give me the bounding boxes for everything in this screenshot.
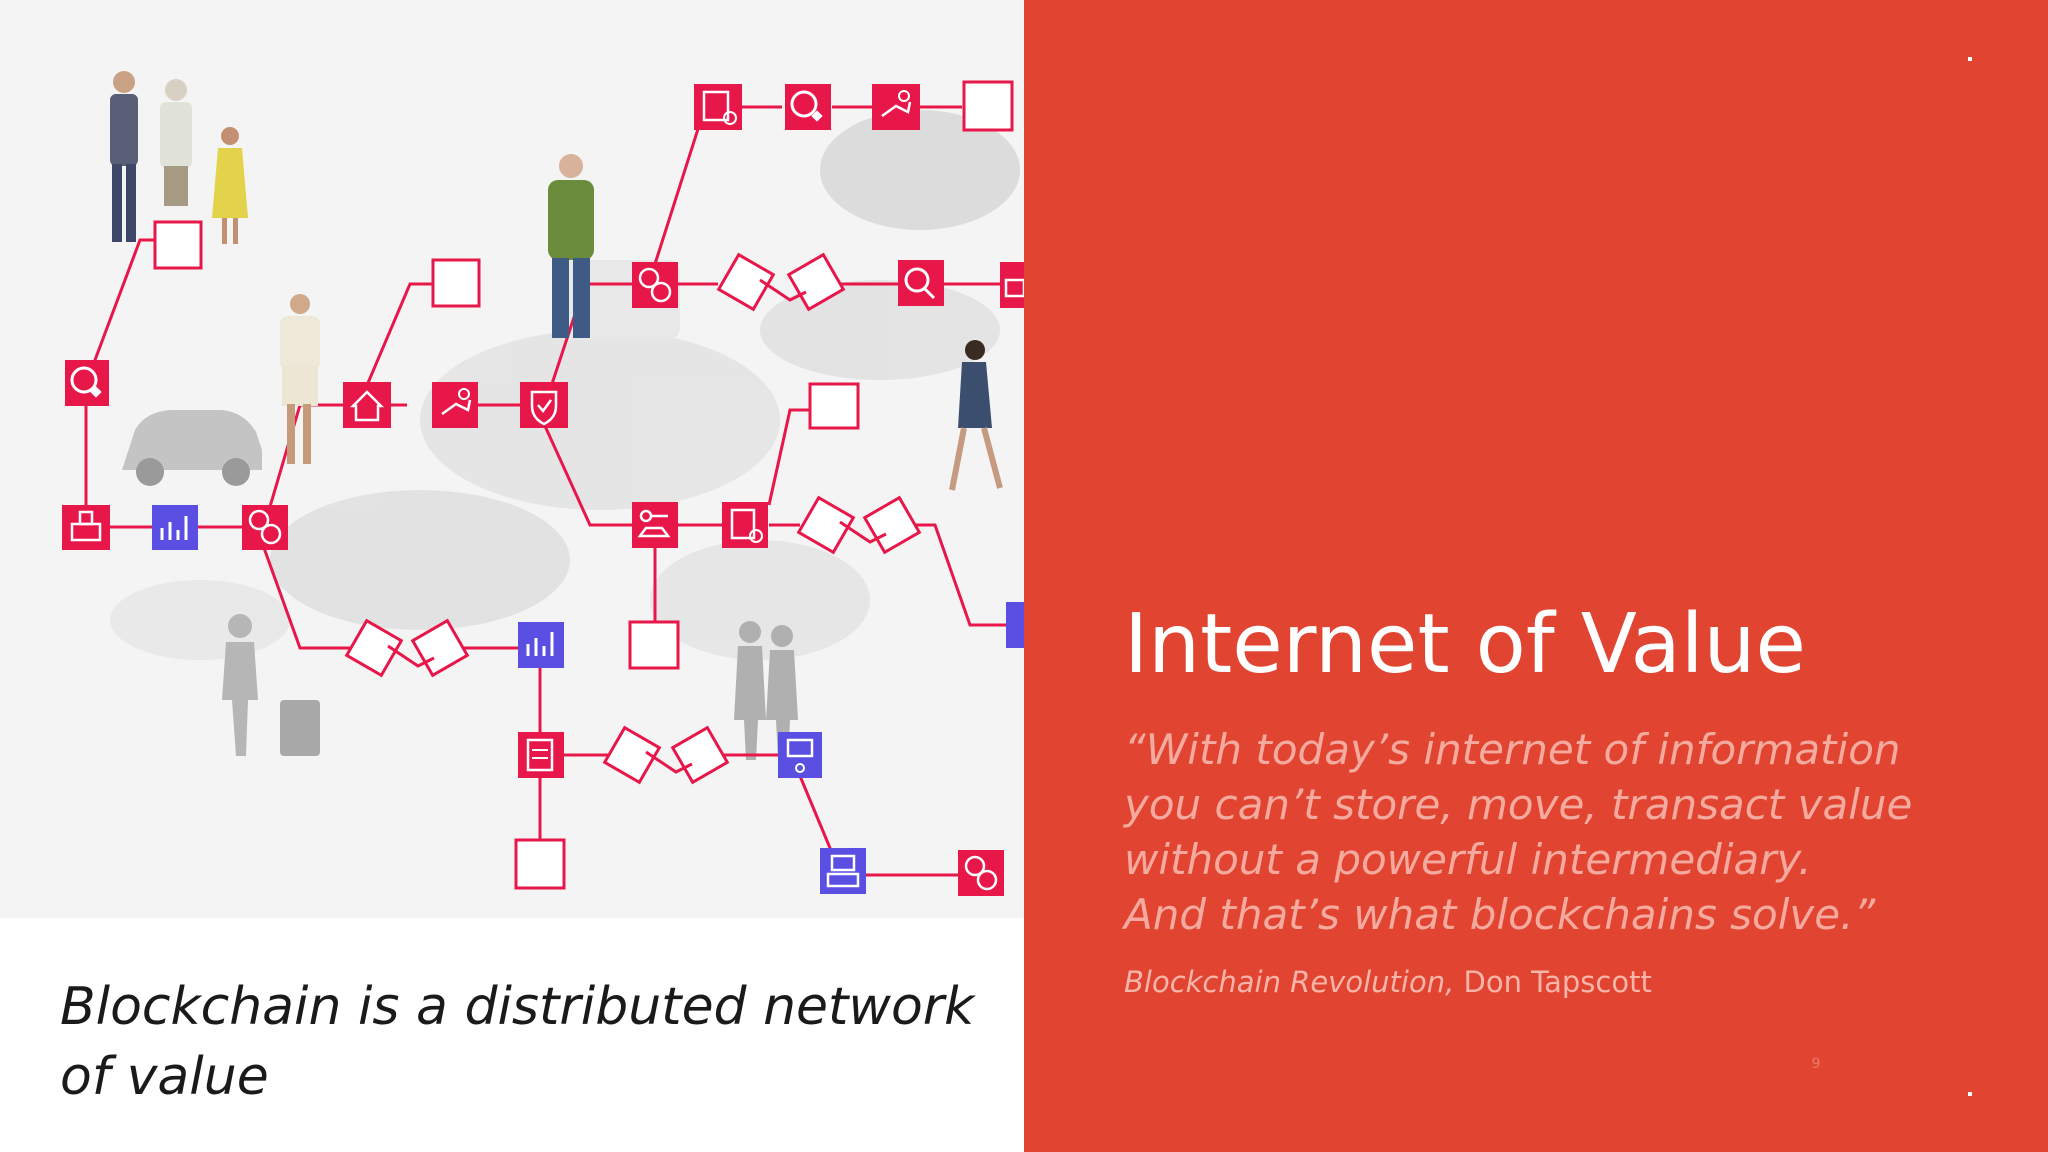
- blue-icon-nodes: [152, 505, 1024, 894]
- coins-icon: [242, 505, 288, 550]
- corner-marker: [1968, 57, 1972, 61]
- house-icon: [343, 382, 391, 428]
- hand-money-icon: [432, 382, 478, 428]
- robot-icon: [820, 848, 866, 894]
- certificate-icon: [722, 502, 768, 548]
- document-icon: [518, 732, 564, 778]
- handshake-icon: [796, 495, 922, 555]
- copyright-icon: [65, 360, 109, 406]
- right-panel: Internet of Value “With today’s internet…: [1024, 0, 2048, 1152]
- certificate-icon: [694, 84, 742, 130]
- network-lines: [84, 105, 1024, 877]
- quote-text: “With today’s internet of information yo…: [1124, 722, 2004, 942]
- slide-number: 9: [1811, 1056, 1821, 1072]
- ballot-box-icon: [1000, 262, 1024, 308]
- handshake-icon: [716, 252, 846, 312]
- stamp-icon: [778, 732, 822, 778]
- person-figure: [212, 127, 248, 244]
- slide-title: Internet of Value: [1124, 597, 1806, 692]
- author-name: Don Tapscott: [1454, 965, 1652, 999]
- person-figure: [734, 621, 798, 760]
- bar-chart-icon: [152, 505, 198, 550]
- person-figure: [548, 154, 594, 338]
- ballot-box-icon: [62, 505, 110, 550]
- car-silhouette: [122, 410, 262, 486]
- handshake-icon: [344, 618, 470, 678]
- red-icon-nodes: [62, 84, 1024, 896]
- left-panel: Blockchain is a distributed network of va…: [0, 0, 1024, 1112]
- shield-check-icon: [520, 382, 568, 428]
- caption-line: of value: [60, 1047, 269, 1107]
- quote-line: “With today’s internet of information: [1124, 725, 1901, 774]
- quote-line: you can’t store, move, transact value: [1124, 780, 1913, 829]
- search-coin-icon: [898, 260, 944, 306]
- copyright-icon: [785, 84, 831, 130]
- bar-chart-icon: [518, 622, 564, 668]
- corner-marker: [1968, 1092, 1972, 1096]
- person-figure: [110, 71, 138, 242]
- background-collage: [110, 110, 1020, 660]
- slide-caption: Blockchain is a distributed network of va…: [60, 972, 1000, 1112]
- hand-money-icon: [872, 84, 920, 130]
- coins-icon: [958, 850, 1004, 896]
- person-figure: [222, 614, 320, 756]
- bar-chart-icon: [1006, 602, 1024, 648]
- handshake-nodes: [344, 252, 922, 785]
- car-key-icon: [632, 502, 678, 548]
- empty-blocks: [153, 80, 1014, 890]
- book-title: Blockchain Revolution,: [1124, 965, 1455, 999]
- quote-attribution: Blockchain Revolution, Don Tapscott: [1124, 962, 1652, 1002]
- person-figure: [280, 294, 320, 464]
- blockchain-network-illustration: [0, 0, 1024, 918]
- quote-line: And that’s what blockchains solve.”: [1124, 890, 1876, 939]
- person-figure: [949, 340, 1003, 491]
- quote-line: without a powerful intermediary.: [1124, 835, 1812, 884]
- coins-icon: [632, 262, 678, 308]
- handshake-icon: [602, 725, 730, 785]
- network-graphic: [62, 71, 1024, 896]
- person-figure: [160, 79, 192, 206]
- caption-line: Blockchain is a distributed network: [60, 977, 975, 1037]
